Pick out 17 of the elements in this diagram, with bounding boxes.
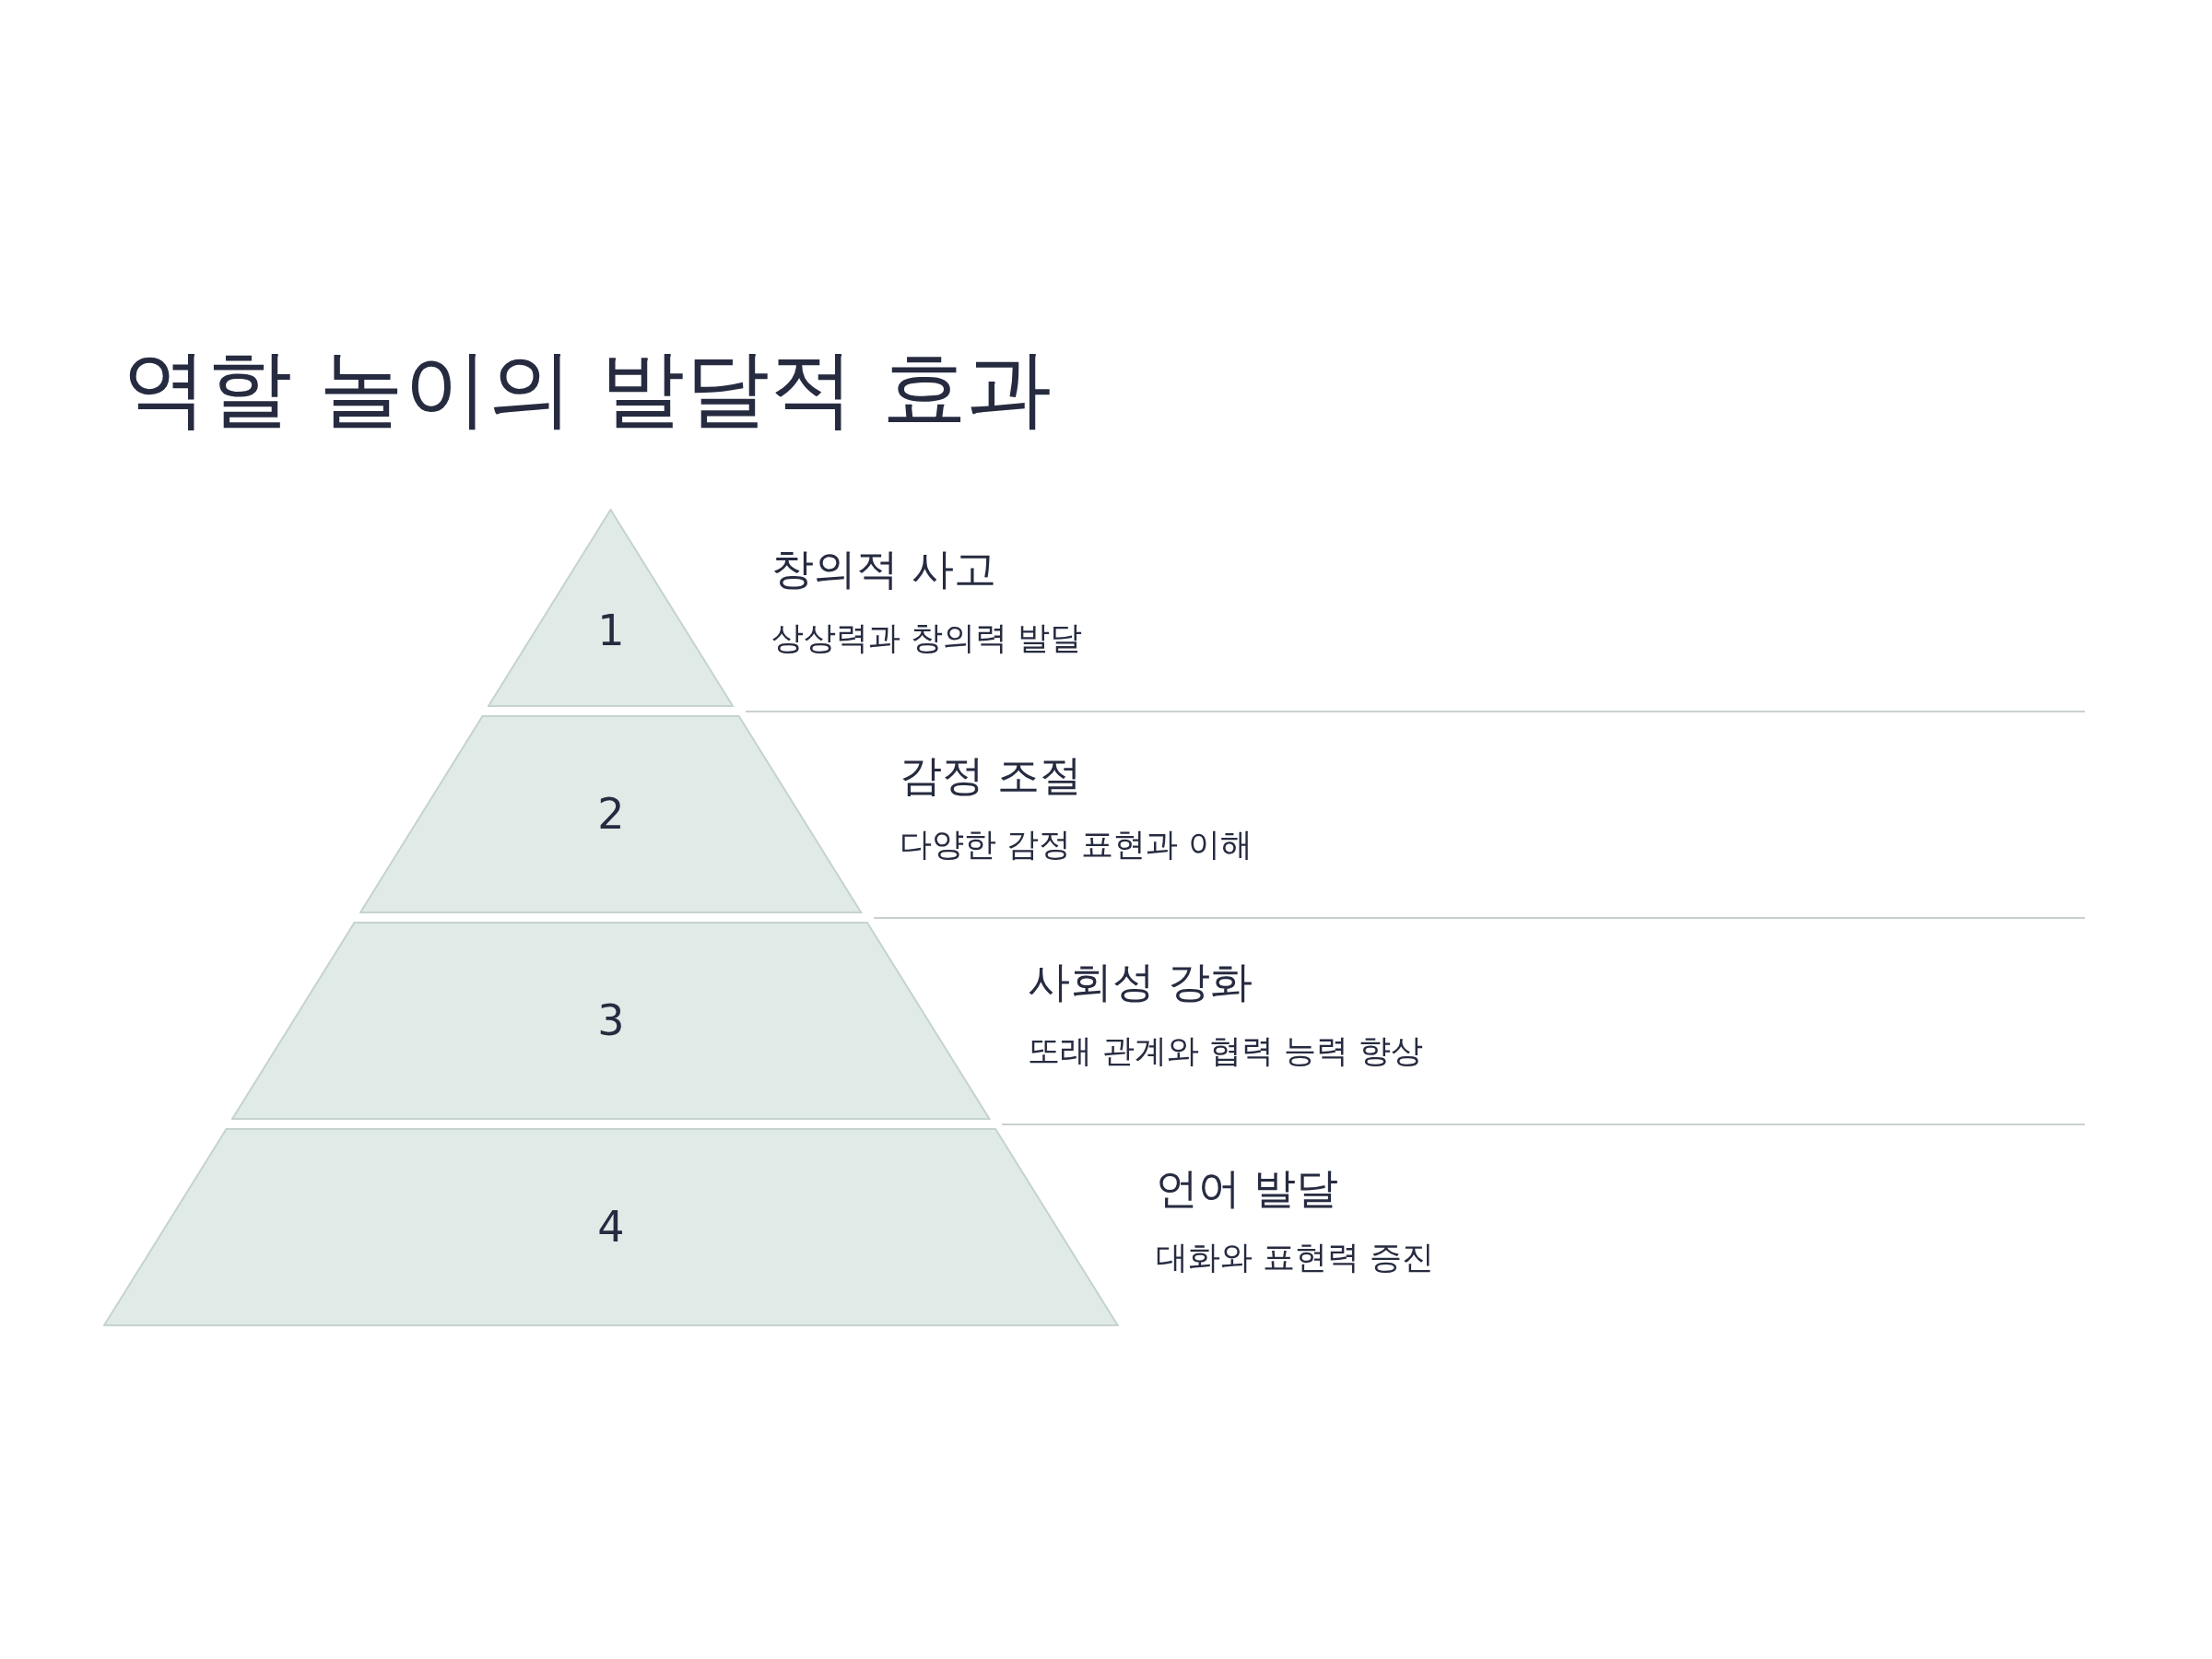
tier-number: 2 <box>597 789 625 839</box>
tier-description: 다양한 감정 표현과 이해 <box>899 825 1253 865</box>
title: 역할 놀이의 발달적 효과 <box>123 338 1052 440</box>
pyramid-tier <box>103 1128 1119 1326</box>
tier-number: 3 <box>597 995 625 1045</box>
tier-heading: 사회성 강화 <box>1027 956 1253 1008</box>
tier-number: 1 <box>597 606 625 655</box>
tier-description: 또래 관계와 협력 능력 향상 <box>1027 1031 1424 1071</box>
tier-number: 4 <box>597 1202 625 1252</box>
tier-heading: 감정 조절 <box>899 749 1083 802</box>
tier-heading: 언어 발달 <box>1155 1162 1339 1215</box>
tier-description: 대화와 표현력 증진 <box>1155 1238 1435 1277</box>
tier-description: 상상력과 창의력 발달 <box>771 618 1082 658</box>
pyramid-tier <box>231 922 991 1120</box>
pyramid-top-triangle <box>488 509 735 707</box>
pyramid-tier <box>359 715 863 913</box>
tier-heading: 창의적 사고 <box>771 543 997 595</box>
